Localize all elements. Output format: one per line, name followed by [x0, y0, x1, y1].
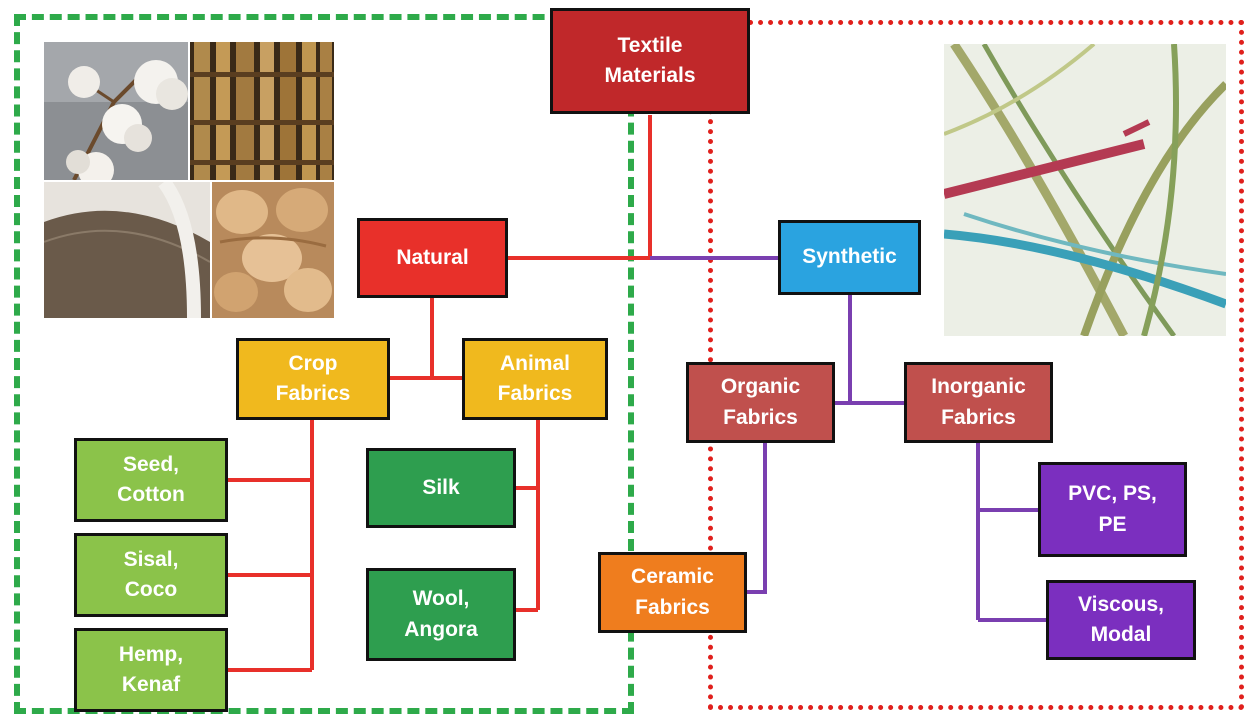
- animal-fabrics-node: Animal Fabrics: [462, 338, 608, 420]
- textile-materials-node: Textile Materials: [550, 8, 750, 114]
- natural-node: Natural: [357, 218, 508, 298]
- ceramic-fabrics-node: Ceramic Fabrics: [598, 552, 747, 633]
- seed-cotton-node: Seed, Cotton: [74, 438, 228, 522]
- crop-fabrics-node: Crop Fabrics: [236, 338, 390, 420]
- viscous-modal-node: Viscous, Modal: [1046, 580, 1196, 660]
- wool-angora-node: Wool, Angora: [366, 568, 516, 661]
- organic-fabrics-node: Organic Fabrics: [686, 362, 835, 443]
- silk-node: Silk: [366, 448, 516, 528]
- hemp-kenaf-node: Hemp, Kenaf: [74, 628, 228, 712]
- sisal-coco-node: Sisal, Coco: [74, 533, 228, 617]
- synthetic-node: Synthetic: [778, 220, 921, 295]
- pvc-ps-pe-node: PVC, PS, PE: [1038, 462, 1187, 557]
- inorganic-fabrics-node: Inorganic Fabrics: [904, 362, 1053, 443]
